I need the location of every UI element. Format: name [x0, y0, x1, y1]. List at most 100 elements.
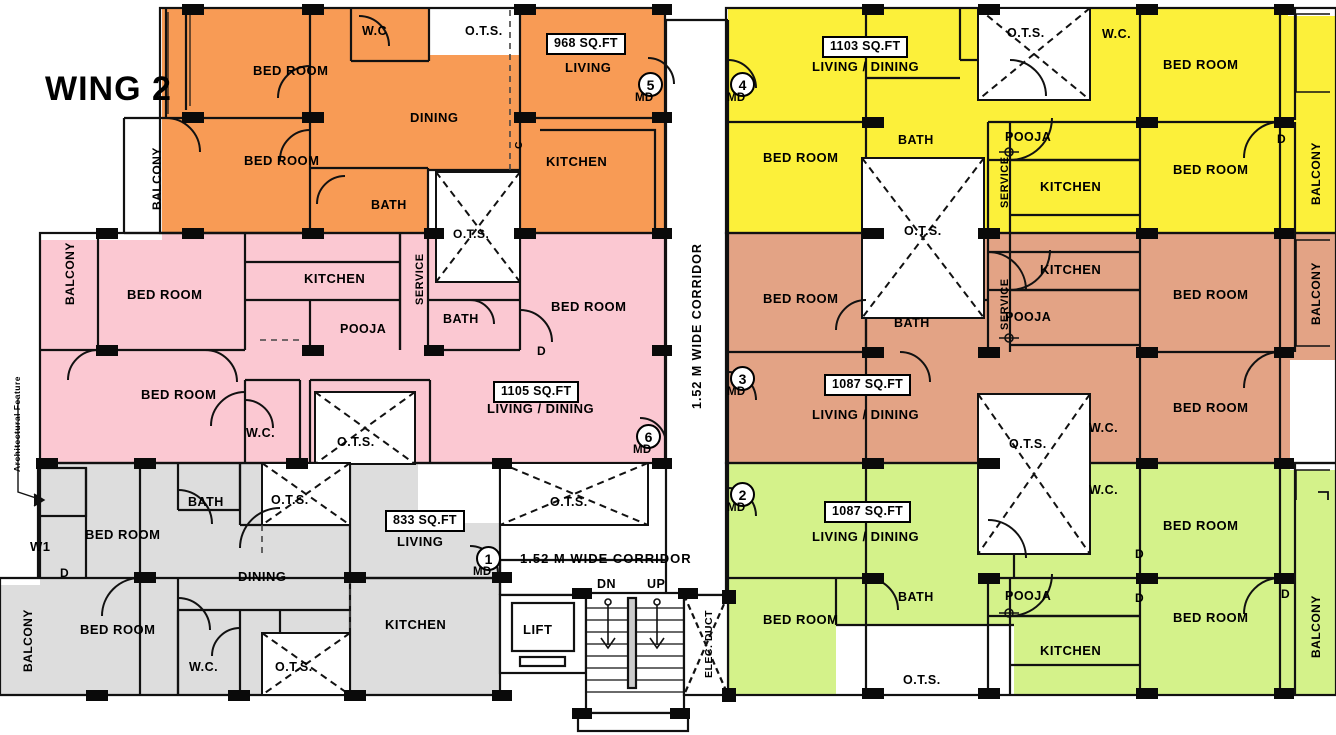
flat-marker-6[interactable]: 6 MD — [632, 424, 662, 462]
column — [286, 458, 308, 469]
room-label-kitchen: KITCHEN — [304, 271, 366, 286]
flat-marker-4[interactable]: 4 MD — [726, 72, 756, 110]
room-label-living-dining: LIVING / DINING — [487, 401, 595, 416]
room-label-ots: O.T.S. — [337, 435, 375, 449]
column — [978, 458, 1000, 469]
column — [1274, 117, 1294, 128]
column — [344, 572, 366, 583]
column — [652, 458, 672, 469]
column — [862, 458, 884, 469]
whiteout-corner-br — [1288, 695, 1336, 735]
room-label-bath: BATH — [894, 316, 930, 330]
flat-marker-1-sub: MD — [473, 566, 492, 578]
room-label-service: SERVICE — [999, 156, 1011, 208]
room-label-ots: O.T.S. — [904, 224, 942, 238]
column — [492, 690, 512, 701]
column — [862, 347, 884, 358]
column — [302, 345, 324, 356]
room-label-bedroom: BED ROOM — [80, 622, 156, 637]
column — [1136, 4, 1158, 15]
unit-fill-flat-1-b — [0, 575, 500, 695]
room-label-kitchen: KITCHEN — [385, 617, 447, 632]
column — [134, 572, 156, 583]
door-tag: D — [1277, 132, 1287, 146]
door-tag: D — [60, 566, 70, 580]
room-label-dining: DINING — [410, 110, 459, 125]
unit-fill-flat-2 — [726, 463, 1336, 695]
flat-marker-2[interactable]: 2 MD — [726, 482, 756, 520]
flat-marker-4-number: 4 — [730, 72, 755, 97]
room-label-bedroom: BED ROOM — [551, 299, 627, 314]
column — [302, 112, 324, 123]
room-label-balcony: BALCONY — [150, 147, 164, 210]
column — [652, 4, 672, 15]
room-label-ots: O.T.S. — [453, 227, 490, 241]
room-label-bedroom: BED ROOM — [1173, 400, 1249, 415]
room-label-wc: W.C. — [1089, 421, 1119, 435]
column — [670, 708, 690, 719]
whiteout-right-edge-top — [1288, 0, 1336, 16]
column — [424, 228, 444, 239]
room-label-pooja: POOJA — [1005, 589, 1052, 603]
column — [1274, 573, 1294, 584]
room-label-ots: O.T.S. — [275, 660, 313, 674]
room-label-bedroom: BED ROOM — [763, 612, 839, 627]
room-label-living: LIVING — [397, 534, 444, 549]
room-label-bedroom: BED ROOM — [1163, 57, 1239, 72]
room-label-kitchen: KITCHEN — [1040, 262, 1102, 277]
column — [1136, 458, 1158, 469]
flat-marker-6-number: 6 — [636, 424, 661, 449]
column — [862, 4, 884, 15]
column — [652, 112, 672, 123]
page-title: WING 2 — [45, 70, 172, 108]
area-badge-1105: 1105 SQ.FT — [493, 381, 580, 403]
column — [652, 228, 672, 239]
room-label-bedroom: BED ROOM — [1173, 287, 1249, 302]
flat-marker-2-number: 2 — [730, 482, 755, 507]
room-label-bedroom: BED ROOM — [141, 387, 217, 402]
column — [862, 228, 884, 239]
column — [302, 4, 324, 15]
column — [424, 345, 444, 356]
flat-marker-3-number: 3 — [730, 366, 755, 391]
room-label-bath: BATH — [443, 312, 479, 326]
room-label-balcony: BALCONY — [63, 242, 77, 305]
room-label-dining: DINING — [238, 569, 287, 584]
room-label-kitchen: KITCHEN — [1040, 179, 1102, 194]
room-label-bath: BATH — [371, 198, 407, 212]
column — [978, 228, 1000, 239]
column — [1136, 117, 1158, 128]
column — [344, 690, 366, 701]
room-label-service: SERVICE — [414, 253, 426, 305]
column — [1136, 573, 1158, 584]
door-tag: D — [1135, 591, 1145, 605]
column — [182, 112, 204, 123]
flat-marker-5-number: 5 — [638, 72, 663, 97]
elec-duct-label: ELEC. DUCT — [703, 610, 715, 678]
room-label-wc: W.C. — [1089, 483, 1119, 497]
room-label-wc: W.C. — [246, 426, 276, 440]
area-badge-968: 968 SQ.FT — [546, 33, 626, 55]
flat-marker-1[interactable]: 1 MD — [472, 546, 502, 584]
column — [492, 458, 512, 469]
room-label-pooja: POOJA — [1005, 310, 1052, 324]
area-badge-1087-top: 1087 SQ.FT — [824, 374, 912, 396]
room-label-bedroom: BED ROOM — [253, 63, 329, 78]
flat-marker-3[interactable]: 3 MD — [726, 366, 756, 404]
column — [1274, 4, 1294, 15]
column — [1274, 228, 1294, 239]
room-label-bedroom: BED ROOM — [244, 153, 320, 168]
room-label-wc: W.C. — [1102, 27, 1132, 41]
column — [96, 228, 118, 239]
column — [978, 573, 1000, 584]
door-tag: D — [537, 344, 547, 358]
room-label-ots: O.T.S. — [903, 673, 941, 687]
room-label-bedroom: BED ROOM — [763, 150, 839, 165]
flat-marker-5[interactable]: 5 MD — [634, 72, 664, 110]
column — [862, 117, 884, 128]
room-label-bedroom: BED ROOM — [127, 287, 203, 302]
room-label-pooja: POOJA — [1005, 130, 1052, 144]
column — [492, 572, 512, 583]
column — [572, 708, 592, 719]
